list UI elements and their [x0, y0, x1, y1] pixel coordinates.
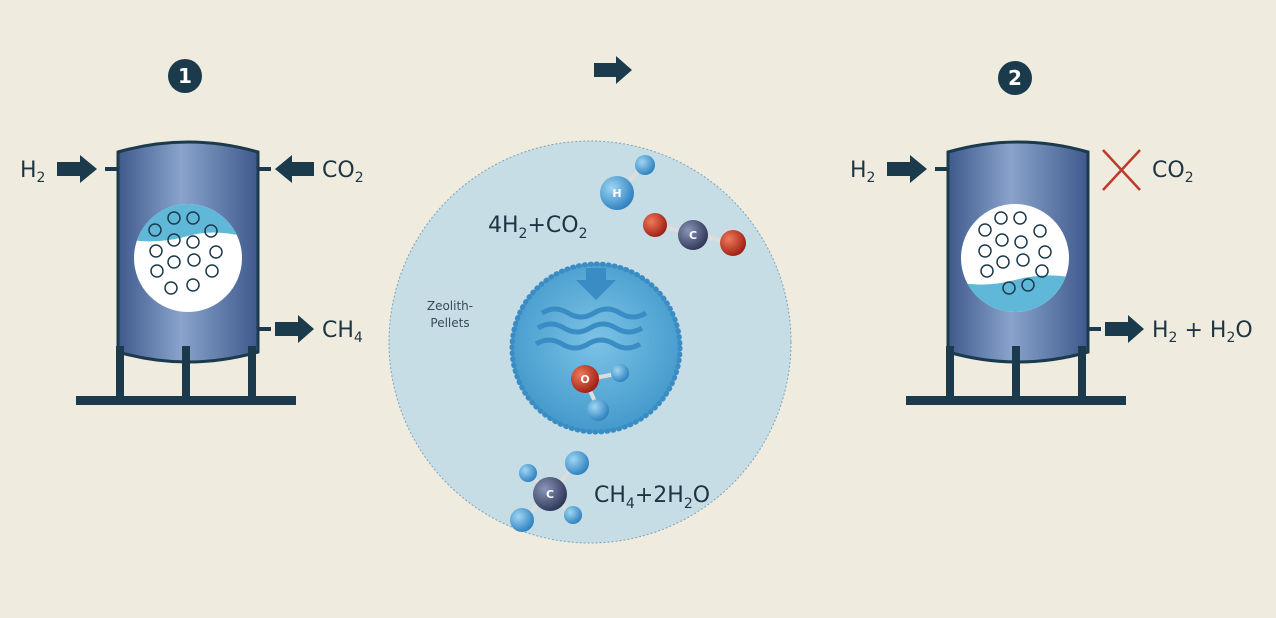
label-h2-in: H2 — [850, 158, 875, 186]
reactor-1: 1 H2 CO2 CH4 — [20, 59, 364, 405]
arrow-down-icon — [576, 268, 616, 300]
reactants-formula: 4H2+CO2 — [488, 213, 588, 242]
arrow-out-h2-h2o-icon — [1105, 315, 1144, 343]
svg-text:H: H — [612, 187, 621, 200]
label-co2-blocked: CO2 — [1152, 158, 1194, 186]
water-waves-icon — [534, 306, 648, 351]
svg-text:C: C — [546, 488, 554, 501]
step-badge-1-label: 1 — [178, 64, 192, 88]
svg-text:C: C — [689, 229, 697, 242]
zeolite-detail: Zeolith- Pellets H C 4H2+CO2 O — [388, 140, 792, 544]
tank-stand — [906, 346, 1126, 405]
arrow-in-h2-icon — [57, 155, 97, 183]
products-formula: CH4+2H2O — [594, 483, 710, 512]
co2-molecule: C — [643, 213, 746, 256]
zeolite-pellet — [509, 261, 683, 435]
step-badge-1 — [168, 59, 202, 93]
step-badge-2 — [998, 61, 1032, 95]
arrow-out-ch4-icon — [275, 315, 314, 343]
label-h2-in: H2 — [20, 158, 45, 186]
pellets — [148, 211, 223, 295]
tank-stand — [76, 346, 296, 405]
label-co2-in: CO2 — [322, 158, 364, 186]
step-badge-2-label: 2 — [1008, 66, 1022, 90]
blocked-cross-icon — [1102, 149, 1141, 191]
svg-text:O: O — [580, 373, 589, 386]
label-zeolith: Zeolith- — [427, 299, 473, 313]
arrow-right-icon — [594, 56, 632, 84]
reactor-2: 2 H2 CO2 — [850, 61, 1253, 405]
h2o-molecule: O — [571, 364, 629, 421]
pellet-window — [134, 204, 242, 312]
pellets — [978, 211, 1052, 295]
arrow-in-h2-icon — [887, 155, 927, 183]
ch4-molecule: C — [510, 451, 589, 532]
label-ch4-out: CH4 — [322, 318, 363, 346]
h2-molecule: H — [600, 155, 655, 210]
label-h2-h2o-out: H2 + H2O — [1152, 318, 1253, 346]
label-pellets: Pellets — [430, 316, 469, 330]
arrow-in-co2-icon — [275, 155, 314, 183]
